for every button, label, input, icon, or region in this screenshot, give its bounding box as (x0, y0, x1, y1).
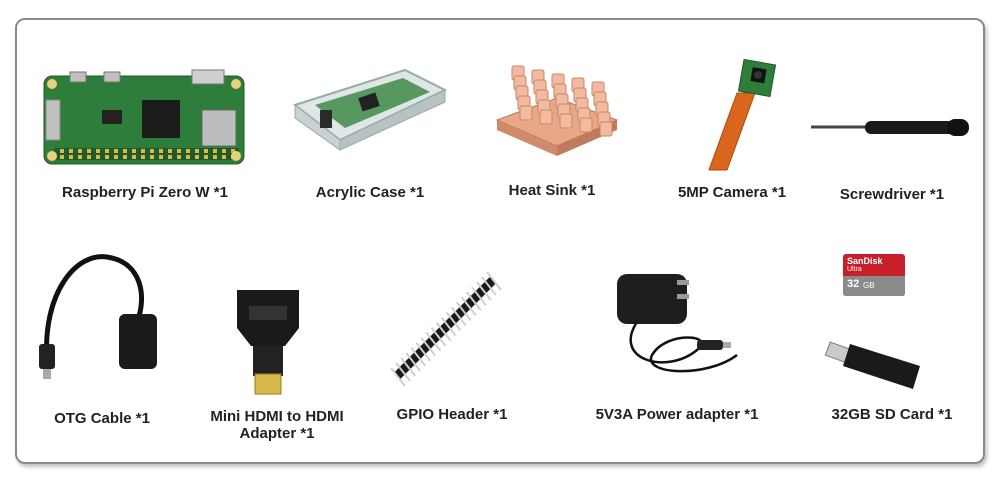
card-reader-image (824, 341, 920, 389)
item-label-gpio-header: GPIO Header *1 (396, 406, 508, 423)
raspberry-pi-zero-board-image (43, 69, 245, 165)
item-label-power-adapter: 5V3A Power adapter *1 (595, 406, 759, 423)
sd-card-image: SanDisk Ultra 32 GB (843, 254, 905, 296)
camera-module-image (708, 58, 777, 171)
mini-hdmi-adapter-image (237, 290, 299, 395)
heat-sink-image (495, 65, 619, 156)
sd-card-unit: GB (863, 281, 875, 290)
product-kit-panel: Raspberry Pi Zero W *1 Acrylic Case *1 H… (15, 18, 985, 464)
item-label-hdmi-adapter-line2: Adapter *1 (239, 425, 315, 442)
item-label-otg-cable: OTG Cable *1 (54, 410, 150, 427)
sd-card-line: Ultra (847, 266, 862, 273)
power-adapter-image (617, 274, 738, 373)
item-label-camera: 5MP Camera *1 (677, 184, 787, 201)
item-label-pi-zero: Raspberry Pi Zero W *1 (62, 184, 228, 201)
item-label-sd-card: 32GB SD Card *1 (831, 406, 953, 423)
sd-card-capacity: 32 (847, 278, 860, 290)
acrylic-case-image (292, 68, 448, 151)
item-label-screwdriver: Screwdriver *1 (839, 186, 945, 203)
item-label-acrylic-case: Acrylic Case *1 (315, 184, 425, 201)
otg-cable-image (39, 254, 157, 379)
item-label-hdmi-adapter-line1: Mini HDMI to HDMI (210, 408, 344, 425)
item-label-heat-sink: Heat Sink *1 (508, 182, 596, 199)
gpio-header-image (390, 271, 502, 387)
sd-card-brand: SanDisk (847, 256, 883, 266)
screwdriver-image (811, 119, 969, 136)
